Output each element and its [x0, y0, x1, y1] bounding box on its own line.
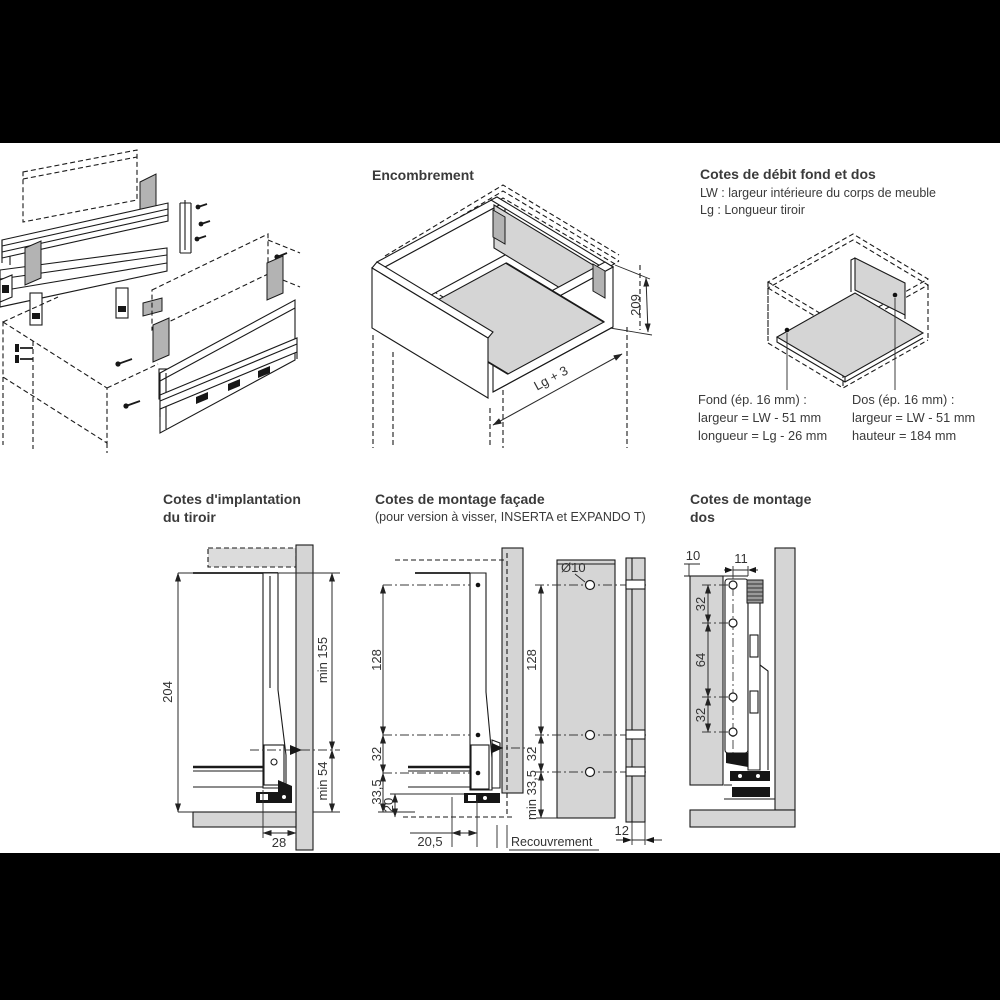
connector-channel [179, 200, 211, 254]
fond-spec-largeur: largeur = LW - 51 mm [698, 410, 822, 425]
dim-label-205: 20,5 [417, 834, 442, 849]
dim-label-f20: 20 [381, 798, 396, 812]
gray-adapter-left [24, 240, 42, 286]
dim-label-f32: 32 [369, 747, 384, 761]
dim-label-12: 12 [615, 823, 629, 838]
dim-label-32a: 32 [693, 597, 708, 611]
cabinet-bottom-dos [689, 809, 796, 828]
recouvrement-label: Recouvrement [511, 835, 593, 849]
dim-facade-128: 128 [369, 584, 386, 736]
implantation-title-1: Cotes d'implantation [163, 491, 301, 507]
dos-spec-largeur: largeur = LW - 51 mm [852, 410, 976, 425]
dim-facade-20: 20 [381, 793, 464, 818]
dim-min155: min 155 [278, 572, 340, 813]
dim-10: 10 [684, 548, 700, 576]
facade-dashed-envelope [395, 553, 513, 818]
cabinet-bottom [192, 811, 297, 828]
rail-assembly-right [159, 337, 298, 417]
debit-legend-lg: Lg : Longueur tiroir [700, 203, 805, 217]
dim-facade-32: 32 [369, 734, 386, 774]
dashed-cabinet [2, 296, 159, 453]
dim-209: 209 [609, 264, 653, 336]
dim-label-204: 204 [160, 681, 175, 703]
dim-label-fv128: 128 [524, 649, 539, 671]
encombrement-title: Encombrement [372, 167, 474, 183]
implantation-diagram: 204 min 155 min 54 28 [160, 544, 340, 851]
dim-label-10: 10 [686, 548, 700, 563]
dim-204: 204 [160, 572, 193, 813]
dashed-envelope-mid [151, 233, 269, 331]
hole-diameter-label: Ø10 [561, 560, 586, 575]
dim-label-fvmin335: min 33,5 [524, 770, 539, 820]
dim-label-min155: min 155 [315, 637, 330, 683]
dos-montage-title-1: Cotes de montage [690, 491, 812, 507]
dim-label-f335: 33,5 [369, 779, 384, 804]
dim-label-11: 11 [734, 551, 748, 566]
facade-section [295, 544, 314, 851]
debit-legend-lw: LW : largeur intérieure du corps de meub… [700, 186, 936, 200]
upper-panel-dashed [207, 547, 297, 568]
rear-profile [724, 602, 775, 800]
implantation-title-2: du tiroir [163, 509, 216, 525]
dim-32-bottom: 32 [693, 696, 711, 733]
dim-label-209: 209 [628, 294, 643, 316]
leader-lines [786, 298, 896, 390]
dos-montage-title-2: dos [690, 509, 715, 525]
dos-spec-hauteur: hauteur = 184 mm [852, 428, 957, 443]
fond-dos-diagram [766, 233, 930, 390]
facade-subtitle: (pour version à visser, INSERTA et EXPAN… [375, 510, 646, 524]
dim-205: 20,5 [410, 795, 478, 849]
cabinet-back-wall [774, 547, 796, 811]
drawer-profile [193, 572, 292, 803]
facade-diagram: 128 32 33,5 20 20,5 Recouvrement [369, 547, 662, 851]
dim-label-32b: 32 [693, 708, 708, 722]
debit-title: Cotes de débit fond et dos [700, 166, 876, 182]
drawer-iso [371, 196, 615, 399]
dim-64: 64 [693, 622, 711, 698]
facade-panel-section [501, 547, 524, 794]
dos-spec-title: Dos (ép. 16 mm) : [852, 392, 955, 407]
dim-32-top: 32 [693, 584, 711, 624]
dim-min54: min 54 [315, 749, 335, 813]
facade-edge-view: 12 [615, 557, 662, 845]
dim-11: 11 [724, 551, 758, 576]
facade-front-view: Ø10 128 32 min 33,5 [524, 559, 647, 820]
fond-spec-title: Fond (ép. 16 mm) : [698, 392, 807, 407]
dim-label-28: 28 [272, 835, 286, 850]
exploded-assembly-diagram [0, 149, 301, 453]
gray-adapter-right [266, 255, 284, 301]
rail-assembly-left-2 [0, 247, 168, 326]
encombrement-diagram: 209 Lg + 3 [371, 184, 653, 448]
facade-title: Cotes de montage façade [375, 491, 545, 507]
rear-bracket-plate [724, 570, 749, 761]
adjustment-wheel [746, 579, 764, 604]
dim-facade-335: 33,5 [369, 772, 415, 813]
dos-montage-diagram: 10 11 [684, 547, 796, 828]
dim-label-min54: min 54 [315, 761, 330, 800]
recouvrement-label-group: Recouvrement [496, 825, 599, 851]
gray-adapter-mid [152, 317, 170, 363]
fond-panel [775, 292, 925, 378]
dim-28: 28 [262, 790, 297, 850]
drawer-profile-facade [408, 572, 501, 803]
dim-label-64: 64 [693, 653, 708, 667]
fond-spec-longueur: longueur = Lg - 26 mm [698, 428, 828, 443]
dim-label-f128: 128 [369, 649, 384, 671]
dim-label-fv32: 32 [524, 747, 539, 761]
mounting-screws [15, 252, 288, 409]
